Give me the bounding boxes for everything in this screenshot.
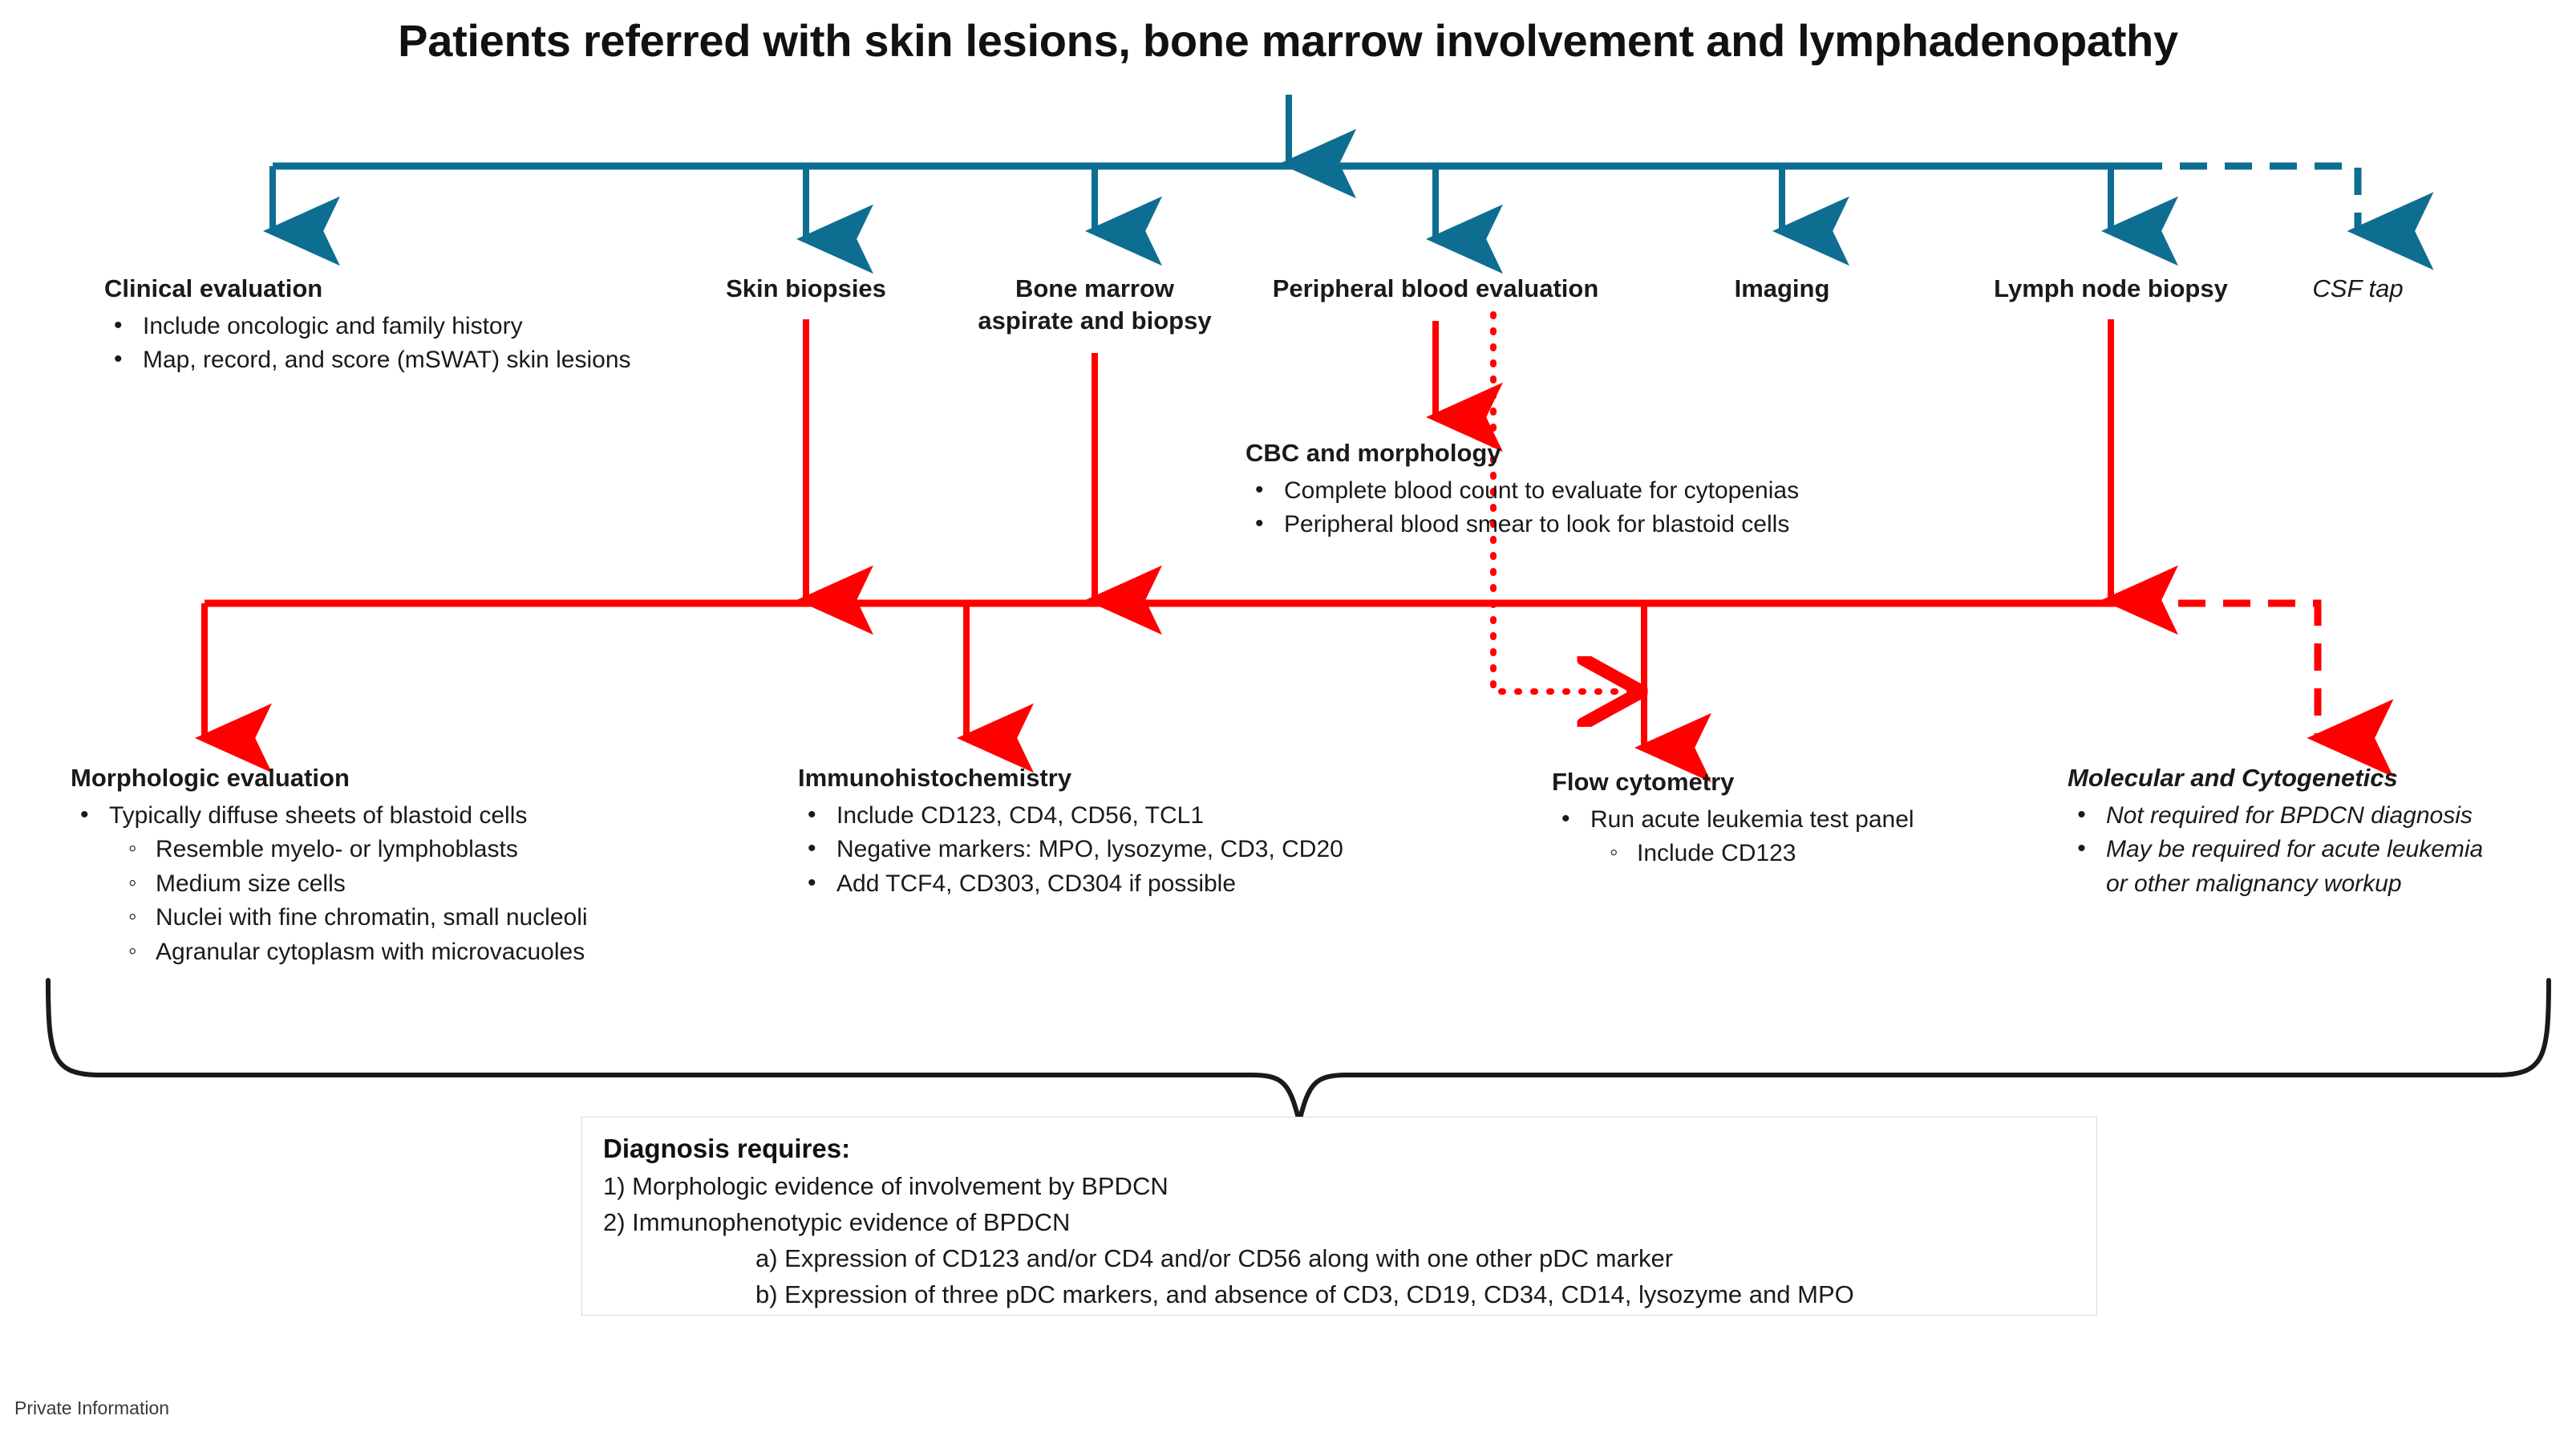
node-csf-tap[interactable]: CSF tap	[2238, 273, 2478, 305]
list-item: Include oncologic and family history	[104, 309, 631, 344]
node-morphologic-evaluation[interactable]: Morphologic evaluation Typically diffuse…	[71, 762, 588, 970]
bullet-list: Include oncologic and family history Map…	[104, 309, 631, 378]
bullet-list: Typically diffuse sheets of blastoid cel…	[71, 798, 588, 970]
node-heading: Morphologic evaluation	[71, 764, 350, 792]
node-clinical-evaluation[interactable]: Clinical evaluation Include oncologic an…	[104, 273, 631, 378]
summary-brace	[46, 978, 2551, 1122]
list-item: Medium size cells	[71, 866, 588, 902]
node-heading: Molecular and Cytogenetics	[2068, 764, 2398, 792]
diagnosis-heading: Diagnosis requires:	[603, 1134, 851, 1163]
list-item: May be required for acute leukemia	[2068, 832, 2483, 867]
list-item: Complete blood count to evaluate for cyt…	[1245, 473, 1799, 509]
node-imaging[interactable]: Imaging	[1622, 273, 1942, 305]
node-lymph-node-biopsy[interactable]: Lymph node biopsy	[1902, 273, 2319, 305]
list-item: Map, record, and score (mSWAT) skin lesi…	[104, 343, 631, 378]
node-heading: Imaging	[1734, 274, 1830, 302]
node-cbc-morphology[interactable]: CBC and morphology Complete blood count …	[1245, 437, 1799, 542]
red-bus-dashed	[2133, 599, 2394, 777]
node-heading: CBC and morphology	[1245, 439, 1501, 467]
list-item: Not required for BPDCN diagnosis	[2068, 798, 2483, 834]
red-drop-stems	[195, 603, 1711, 783]
diagnosis-subline: b) Expression of three pDC markers, and …	[755, 1280, 1854, 1308]
page-title: Patients referred with skin lesions, bon…	[398, 15, 2178, 66]
node-heading: Clinical evaluation	[104, 274, 323, 302]
node-heading: Lymph node biopsy	[1994, 274, 2228, 302]
node-heading: Flow cytometry	[1552, 768, 1735, 796]
node-heading: Peripheral blood evaluation	[1272, 274, 1599, 302]
list-item: Run acute leukemia test panel	[1552, 802, 1914, 838]
node-heading-line1: Bone marrow	[1015, 274, 1175, 302]
bullet-list: Run acute leukemia test panel Include CD…	[1552, 802, 1914, 871]
node-skin-biopsies[interactable]: Skin biopsies	[646, 273, 966, 305]
node-molecular-cytogenetics[interactable]: Molecular and Cytogenetics Not required …	[2068, 762, 2483, 901]
list-item: Peripheral blood smear to look for blast…	[1245, 507, 1799, 542]
blue-bus-dashed	[2135, 162, 2434, 270]
node-heading: Skin biopsies	[726, 274, 886, 302]
bullet-list: Include CD123, CD4, CD56, TCL1 Negative …	[798, 798, 1343, 902]
node-immunohistochemistry[interactable]: Immunohistochemistry Include CD123, CD4,…	[798, 762, 1343, 901]
list-item: Include CD123	[1552, 836, 1914, 871]
blue-drop-stems	[263, 166, 2178, 274]
list-item: Typically diffuse sheets of blastoid cel…	[71, 798, 588, 834]
list-item: Agranular cytoplasm with microvacuoles	[71, 935, 588, 970]
node-flow-cytometry[interactable]: Flow cytometry Run acute leukemia test p…	[1552, 766, 1914, 871]
diagnosis-requires-box: Diagnosis requires: 1) Morphologic evide…	[581, 1117, 2097, 1316]
diagnosis-subline: a) Expression of CD123 and/or CD4 and/or…	[755, 1243, 1674, 1272]
node-heading-line2: aspirate and biopsy	[978, 306, 1212, 335]
list-item: Include CD123, CD4, CD56, TCL1	[798, 798, 1343, 834]
list-item: Negative markers: MPO, lysozyme, CD3, CD…	[798, 832, 1343, 867]
diagnosis-line: 2) Immunophenotypic evidence of BPDCN	[603, 1207, 1071, 1236]
list-item: Resemble myelo- or lymphoblasts	[71, 832, 588, 867]
list-item: or other malignancy workup	[2106, 870, 2402, 897]
node-peripheral-blood[interactable]: Peripheral blood evaluation	[1195, 273, 1676, 305]
diagnosis-line: 1) Morphologic evidence of involvement b…	[603, 1172, 1169, 1200]
node-heading: CSF tap	[2312, 274, 2404, 302]
node-bone-marrow[interactable]: Bone marrow aspirate and biopsy	[934, 273, 1255, 336]
footer-note: Private Information	[14, 1397, 170, 1418]
bullet-list: Not required for BPDCN diagnosis May be …	[2068, 798, 2483, 902]
list-item: Nuclei with fine chromatin, small nucleo…	[71, 900, 588, 935]
bullet-list: Complete blood count to evaluate for cyt…	[1245, 473, 1799, 542]
node-heading: Immunohistochemistry	[798, 764, 1072, 792]
list-item: Add TCF4, CD303, CD304 if possible	[798, 866, 1343, 902]
